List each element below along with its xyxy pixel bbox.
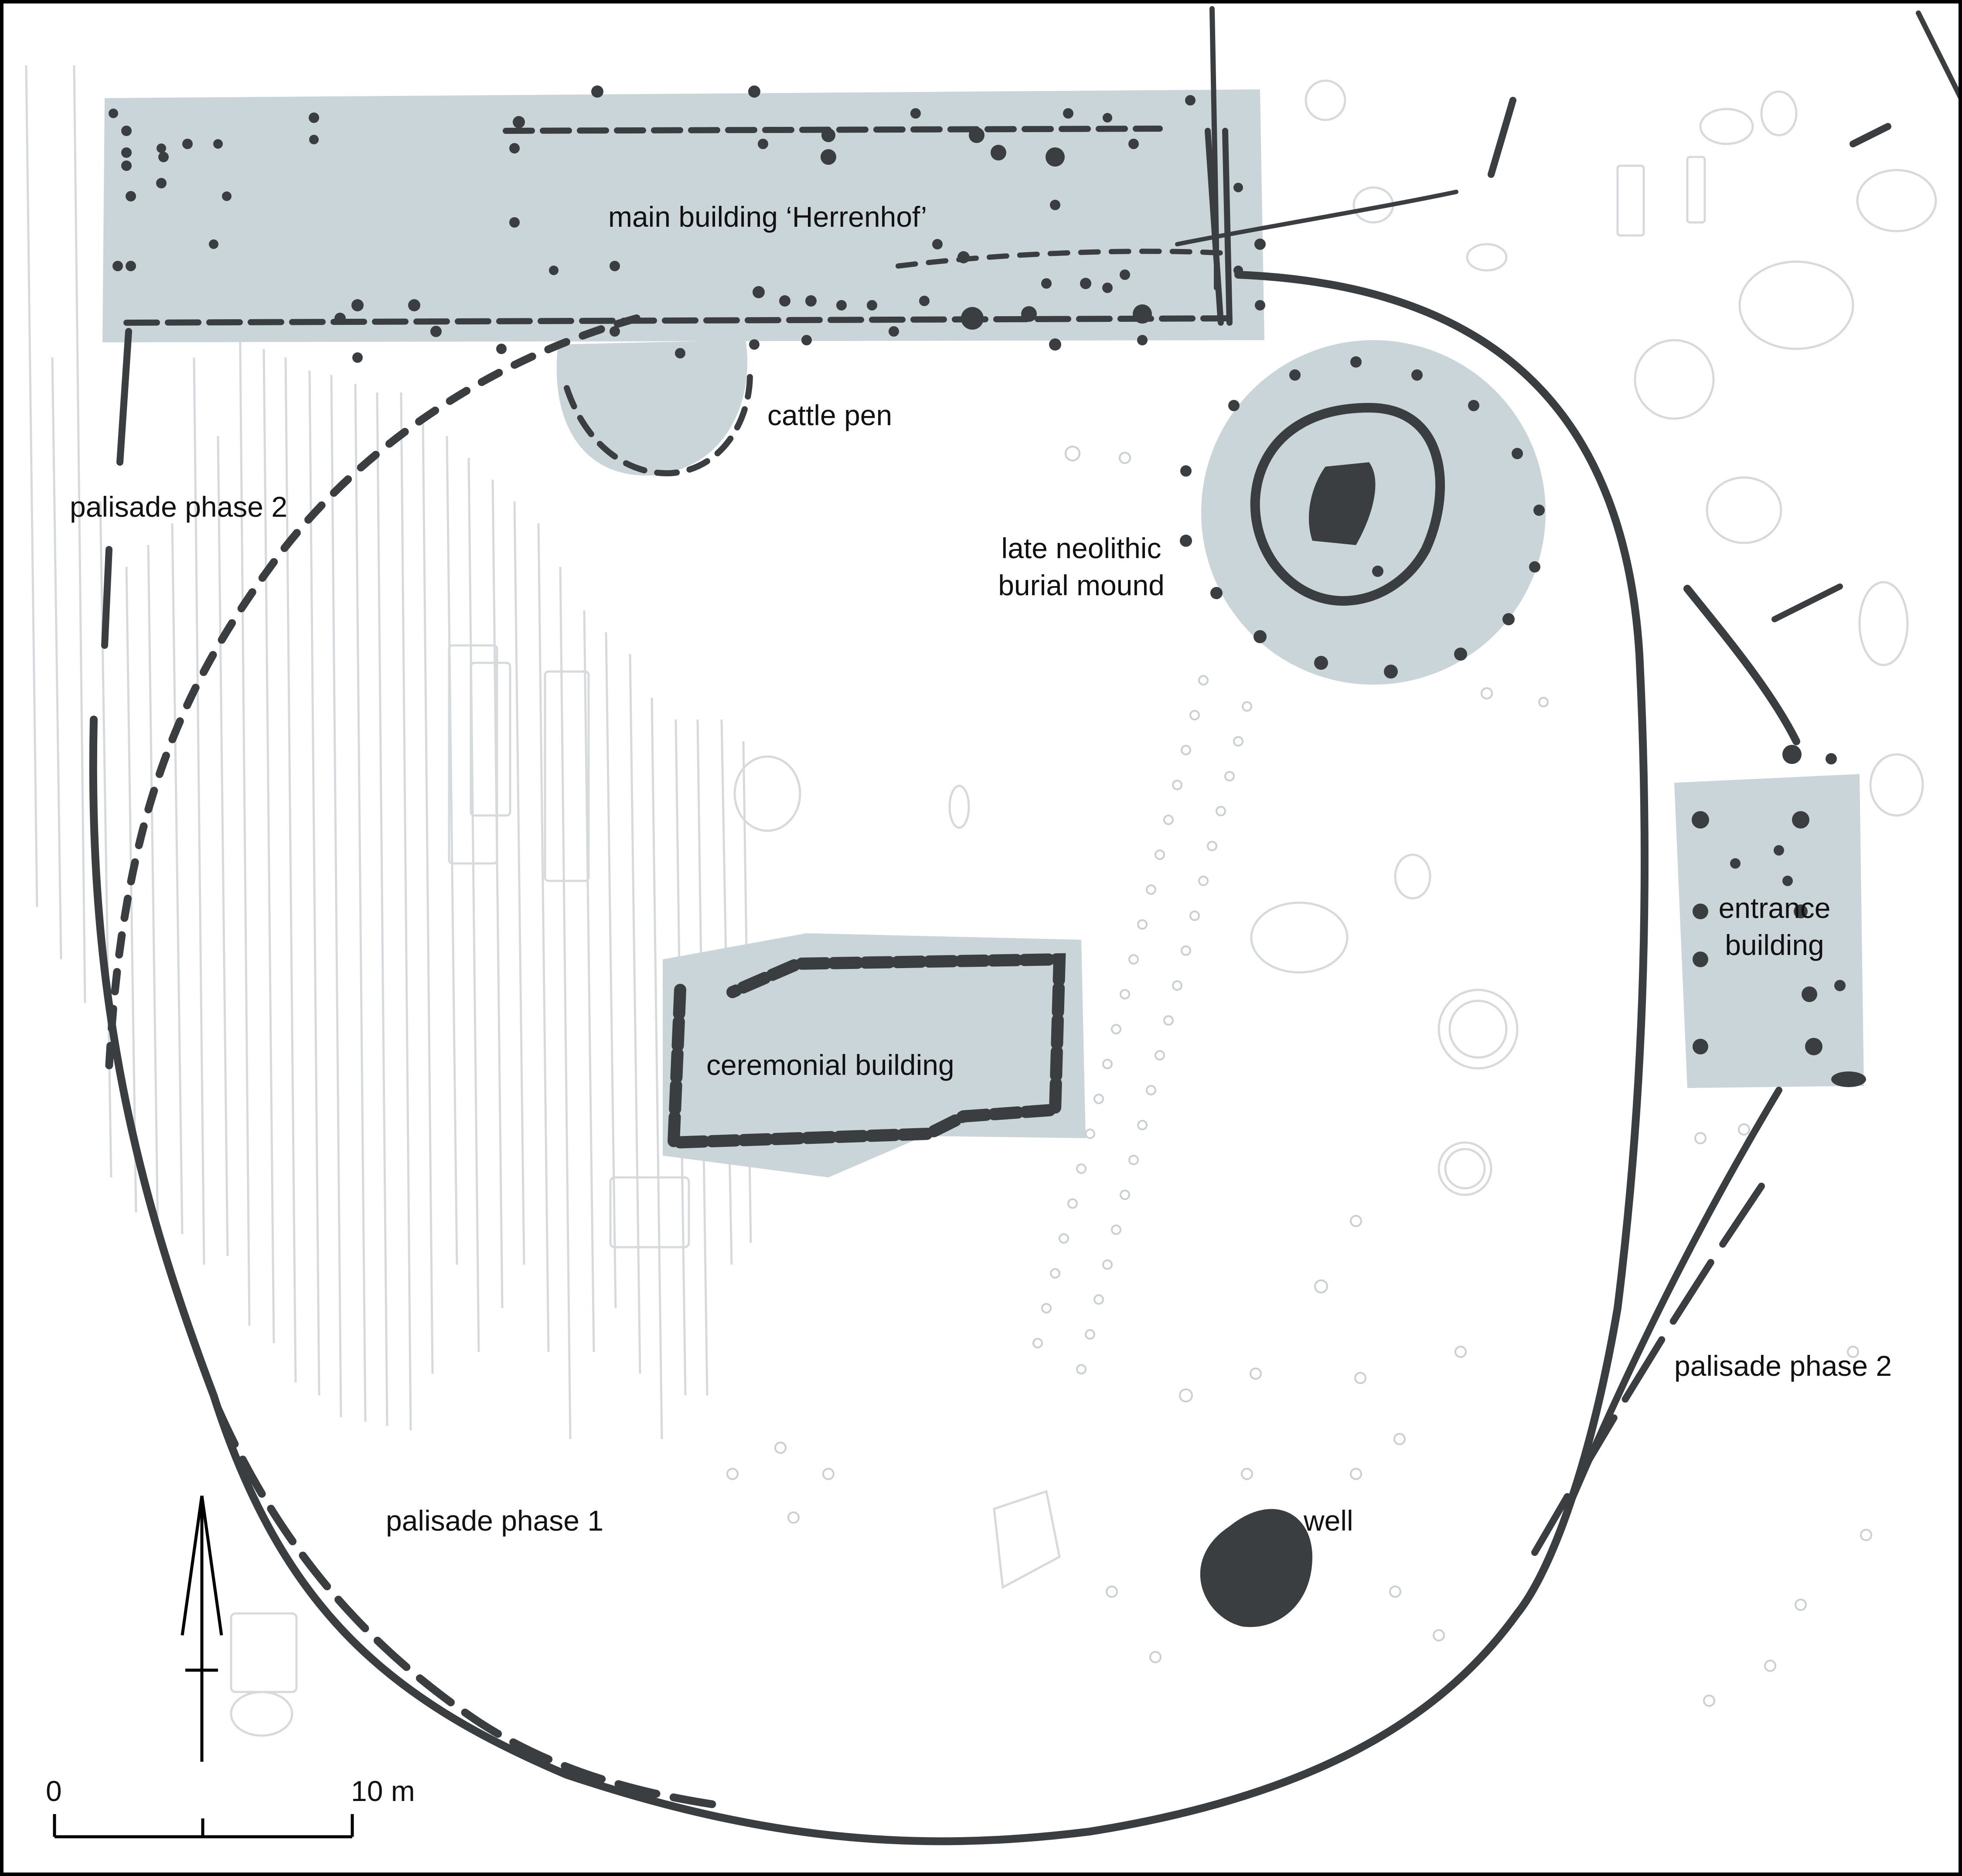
ditch-line bbox=[1916, 10, 1962, 103]
main-building-end bbox=[1205, 128, 1224, 326]
scale-bar bbox=[53, 1814, 354, 1838]
label-entrance-line2: building bbox=[1725, 929, 1824, 961]
label-cattle-pen: cattle pen bbox=[767, 399, 892, 431]
minor-features bbox=[726, 446, 1872, 1707]
north-arrow-icon bbox=[181, 1495, 223, 1762]
palisade-west-fragment bbox=[101, 546, 112, 649]
main-building-wall bbox=[503, 126, 1163, 134]
burial-mound-grave bbox=[1308, 462, 1376, 545]
cattle-pen-wall bbox=[564, 372, 753, 477]
label-well: well bbox=[1303, 1504, 1353, 1537]
label-palisade-phase1: palisade phase 1 bbox=[386, 1504, 603, 1537]
archaeological-features bbox=[89, 6, 1962, 1845]
ditch-line bbox=[1850, 123, 1891, 147]
label-main-building: main building ‘Herrenhof’ bbox=[608, 201, 927, 233]
palisade-phase2-west-dashed bbox=[105, 314, 640, 1072]
palisade-phase1-dashed bbox=[214, 1405, 723, 1809]
ditch-line bbox=[1488, 97, 1516, 178]
palisade-west-fragment bbox=[116, 328, 132, 466]
highlight-areas bbox=[102, 89, 1864, 1177]
cattle-pen-area bbox=[556, 340, 748, 476]
main-building-end bbox=[1222, 128, 1233, 326]
palisade-east-fragment bbox=[1771, 583, 1843, 622]
main-building-wall bbox=[896, 249, 1223, 269]
excavation-trench-traces bbox=[25, 65, 1937, 1737]
label-ceremonial-building: ceremonial building bbox=[706, 1049, 954, 1081]
main-building-wall bbox=[123, 315, 1233, 326]
entrance-building-area bbox=[1674, 774, 1864, 1088]
scale-bar-start-label: 0 bbox=[46, 1775, 62, 1807]
post-holes bbox=[109, 85, 1866, 1627]
scale-bar-end-label: 10 m bbox=[351, 1775, 415, 1807]
main-building-area bbox=[102, 89, 1264, 342]
palisade-phase2-east-dashed bbox=[1531, 1183, 1765, 1556]
label-palisade-phase2-west: palisade phase 2 bbox=[70, 491, 287, 523]
burial-mound-ring bbox=[1250, 402, 1445, 606]
label-burial-mound-line2: burial mound bbox=[998, 569, 1165, 601]
label-entrance-line1: entrance bbox=[1719, 892, 1831, 924]
well-pit bbox=[1200, 1509, 1312, 1627]
label-burial-mound-line1: late neolithic bbox=[1001, 532, 1162, 564]
ceremonial-building-wall bbox=[667, 953, 1066, 1149]
label-palisade-phase2-east: palisade phase 2 bbox=[1674, 1350, 1892, 1382]
burial-mound-area bbox=[1201, 340, 1546, 685]
palisade-east-upper bbox=[1683, 585, 1800, 745]
